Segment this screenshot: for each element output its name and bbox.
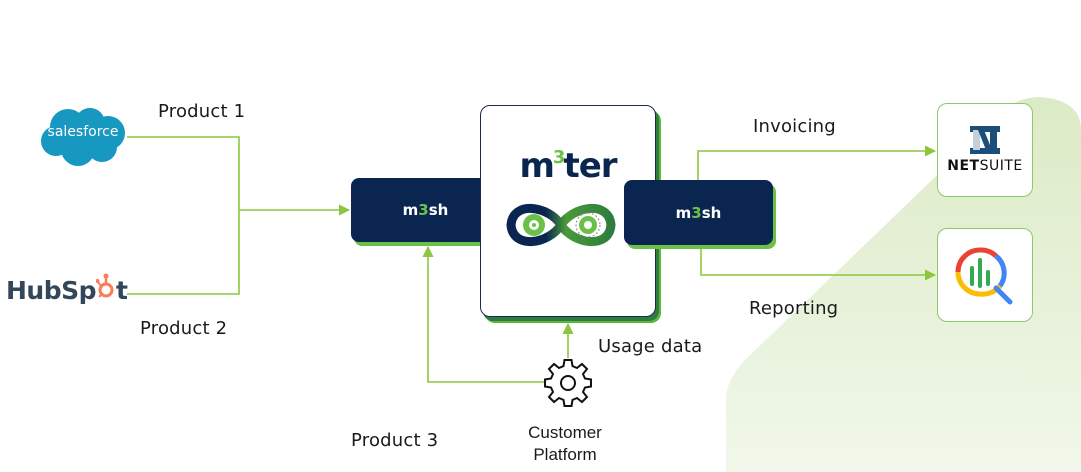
infinity-gears-icon — [506, 204, 616, 246]
netsuite-bold: NET — [947, 158, 980, 174]
hubspot-logo: HubSp t — [6, 273, 128, 310]
netsuite-n-icon — [970, 126, 1000, 154]
customer-platform-label-line2: Platform — [533, 445, 597, 464]
hubspot-logo-text-end: t — [116, 276, 128, 305]
product-1-label: Product 1 — [158, 101, 246, 122]
product3-connector — [422, 245, 545, 383]
reporting-label: Reporting — [749, 298, 839, 319]
m3sh-accent: 3 — [418, 201, 429, 219]
gear-left-icon — [523, 214, 545, 236]
m3ter-logo: m3ter — [481, 146, 655, 186]
m3sh-suffix: sh — [701, 203, 722, 222]
customer-platform-gear-icon[interactable] — [542, 357, 594, 409]
salesforce-cloud-icon — [41, 108, 125, 166]
product-2-label: Product 2 — [140, 318, 228, 339]
netsuite-regular: SUITE — [979, 158, 1023, 174]
m3sh-prefix: m — [402, 201, 419, 219]
m3sh-prefix: m — [675, 203, 692, 222]
bigquery-box[interactable] — [937, 228, 1033, 322]
salesforce-logo-text: salesforce — [47, 124, 119, 140]
hubspot-sprocket-icon — [96, 273, 116, 301]
usage-data-label: Usage data — [598, 336, 703, 357]
netsuite-box[interactable]: NETSUITE — [937, 103, 1033, 197]
product-3-label: Product 3 — [351, 430, 439, 451]
gear-right-icon — [575, 212, 601, 238]
customer-platform-label: Customer Platform — [505, 422, 625, 466]
customer-platform-label-line1: Customer — [528, 423, 602, 442]
m3sh-suffix: sh — [428, 201, 449, 219]
bigquery-icon — [955, 247, 1013, 305]
invoicing-label: Invoicing — [753, 116, 836, 137]
invoicing-arrow — [697, 145, 937, 180]
netsuite-logo-text: NETSUITE — [947, 158, 1023, 174]
salesforce-connector — [127, 136, 240, 295]
m3ter-logo-suffix: ter — [563, 146, 617, 186]
hubspot-logo-text: HubSp — [6, 276, 97, 305]
m3ter-logo-sup: 3 — [552, 147, 565, 168]
reporting-arrow — [700, 248, 937, 281]
m3sh-accent: 3 — [691, 203, 702, 222]
salesforce-logo: salesforce — [38, 105, 128, 169]
m3ter-logo-prefix: m — [519, 146, 554, 186]
